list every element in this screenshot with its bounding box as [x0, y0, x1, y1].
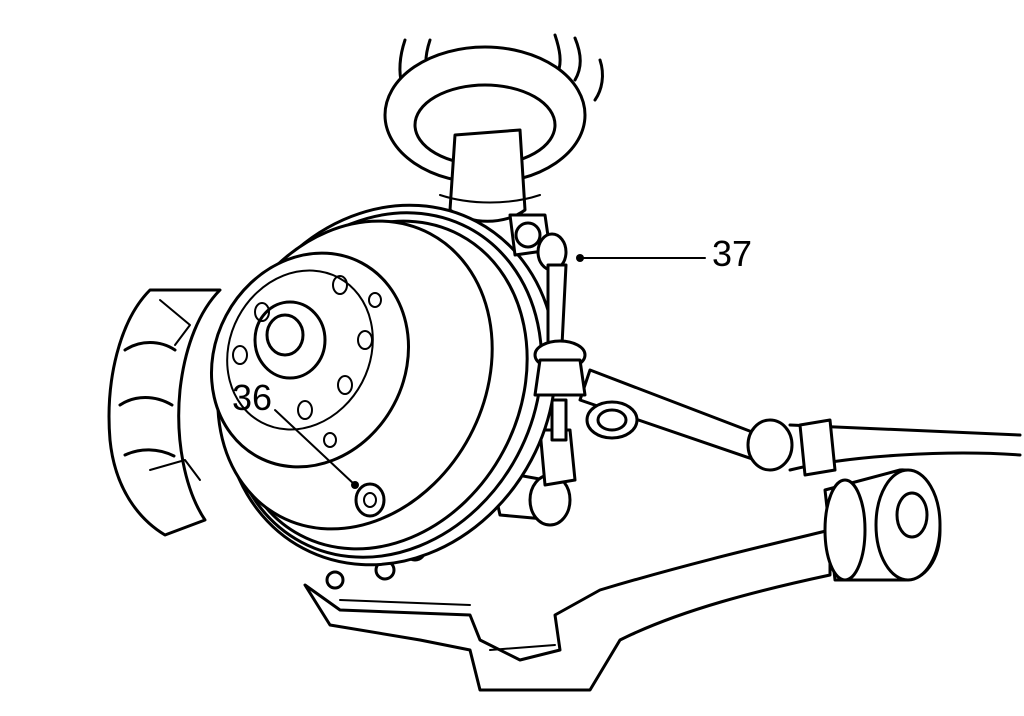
tie-rod: [578, 368, 1022, 477]
wheel-hub: [209, 251, 411, 469]
leader-lines: [274, 254, 706, 489]
stabilizer-link-lower: [488, 398, 639, 527]
stabilizer-link-upper: [508, 213, 587, 397]
callout-label-36: 36: [232, 377, 273, 418]
brake-caliper: [107, 288, 222, 537]
leader-line-36: [274, 409, 356, 486]
control-arm-bushing: [823, 468, 942, 582]
strut-spring: [383, 33, 604, 223]
callout-label-37: 37: [712, 233, 753, 274]
bolt-36: [354, 482, 386, 518]
leader-dot-37: [576, 254, 584, 262]
leader-dot-36: [351, 481, 359, 489]
